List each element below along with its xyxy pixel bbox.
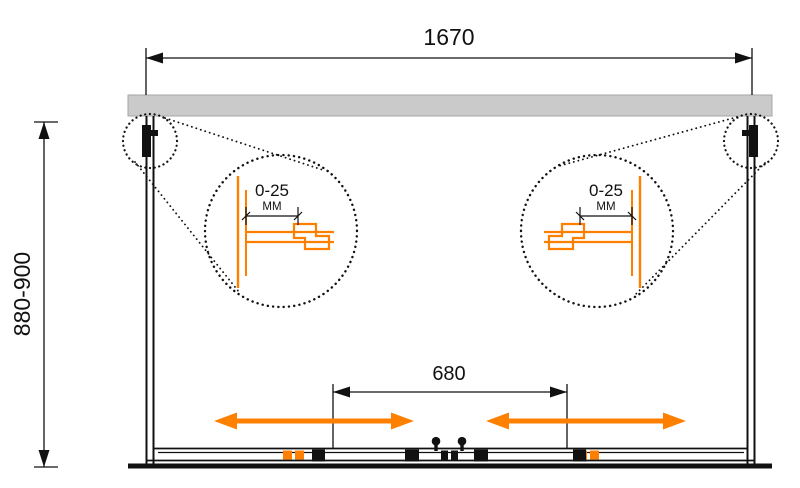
arrowhead-up-icon xyxy=(38,122,50,139)
callout-line-right xyxy=(558,116,738,167)
slide-direction-arrow-left xyxy=(214,412,414,430)
dim-overall-width: 1670 xyxy=(145,24,753,95)
adjustment-range-left: 0-25 xyxy=(255,181,289,200)
dim-overall-height: 880-900 xyxy=(9,121,58,468)
arrowhead-right-icon xyxy=(663,412,686,430)
enclosure-frame xyxy=(128,116,772,469)
door-knob-right xyxy=(460,444,464,451)
dim-door-opening: 680 xyxy=(332,363,568,449)
track-hardware xyxy=(283,436,599,462)
overall-height-value: 880-900 xyxy=(9,252,35,336)
dimension-tick xyxy=(293,211,303,221)
overlap-bracket xyxy=(451,450,458,461)
adjustment-unit-right: ММ xyxy=(596,201,615,213)
adjustment-range-right: 0-25 xyxy=(589,181,623,200)
door-roller-left xyxy=(295,450,304,460)
arrowhead-right-icon xyxy=(550,386,567,398)
callout-line-right xyxy=(634,162,766,296)
door-opening-value: 680 xyxy=(432,363,465,385)
overall-width-value: 1670 xyxy=(423,24,474,50)
arrowhead-left-icon xyxy=(486,412,509,430)
door-knob-right xyxy=(457,436,467,446)
center-bracket xyxy=(405,449,419,462)
callout-line-left xyxy=(164,117,324,171)
arrowhead-right-icon xyxy=(391,412,414,430)
dimension-tick xyxy=(241,211,251,221)
wall-mounting-strip xyxy=(127,94,773,117)
roller-bracket-right xyxy=(573,449,586,462)
arrowhead-left-icon xyxy=(146,52,163,64)
arrowhead-down-icon xyxy=(38,450,50,467)
arrowhead-right-icon xyxy=(735,52,752,64)
slide-direction-arrow-right xyxy=(486,412,686,430)
arrowhead-left-icon xyxy=(333,386,350,398)
detail-drawing-left xyxy=(203,153,359,309)
door-knob-left xyxy=(431,436,441,446)
detail-drawing-right xyxy=(519,153,675,309)
overlap-bracket xyxy=(441,450,448,461)
detail-circle xyxy=(203,153,359,309)
wall-bracket-left xyxy=(142,125,158,157)
profile-step-section xyxy=(292,222,331,251)
detail-marker-circle-right xyxy=(722,112,780,170)
door-knob-left xyxy=(434,444,438,451)
wall-bracket-right xyxy=(742,125,758,157)
roller-bracket-left xyxy=(312,449,325,462)
door-roller-left xyxy=(283,450,292,460)
detail-marker-circle-left xyxy=(121,112,179,170)
arrowhead-left-icon xyxy=(214,412,237,430)
door-roller-right xyxy=(590,450,599,460)
adjustment-unit-left: ММ xyxy=(262,201,281,213)
center-bracket xyxy=(474,449,488,462)
callout-line-left xyxy=(134,161,240,293)
